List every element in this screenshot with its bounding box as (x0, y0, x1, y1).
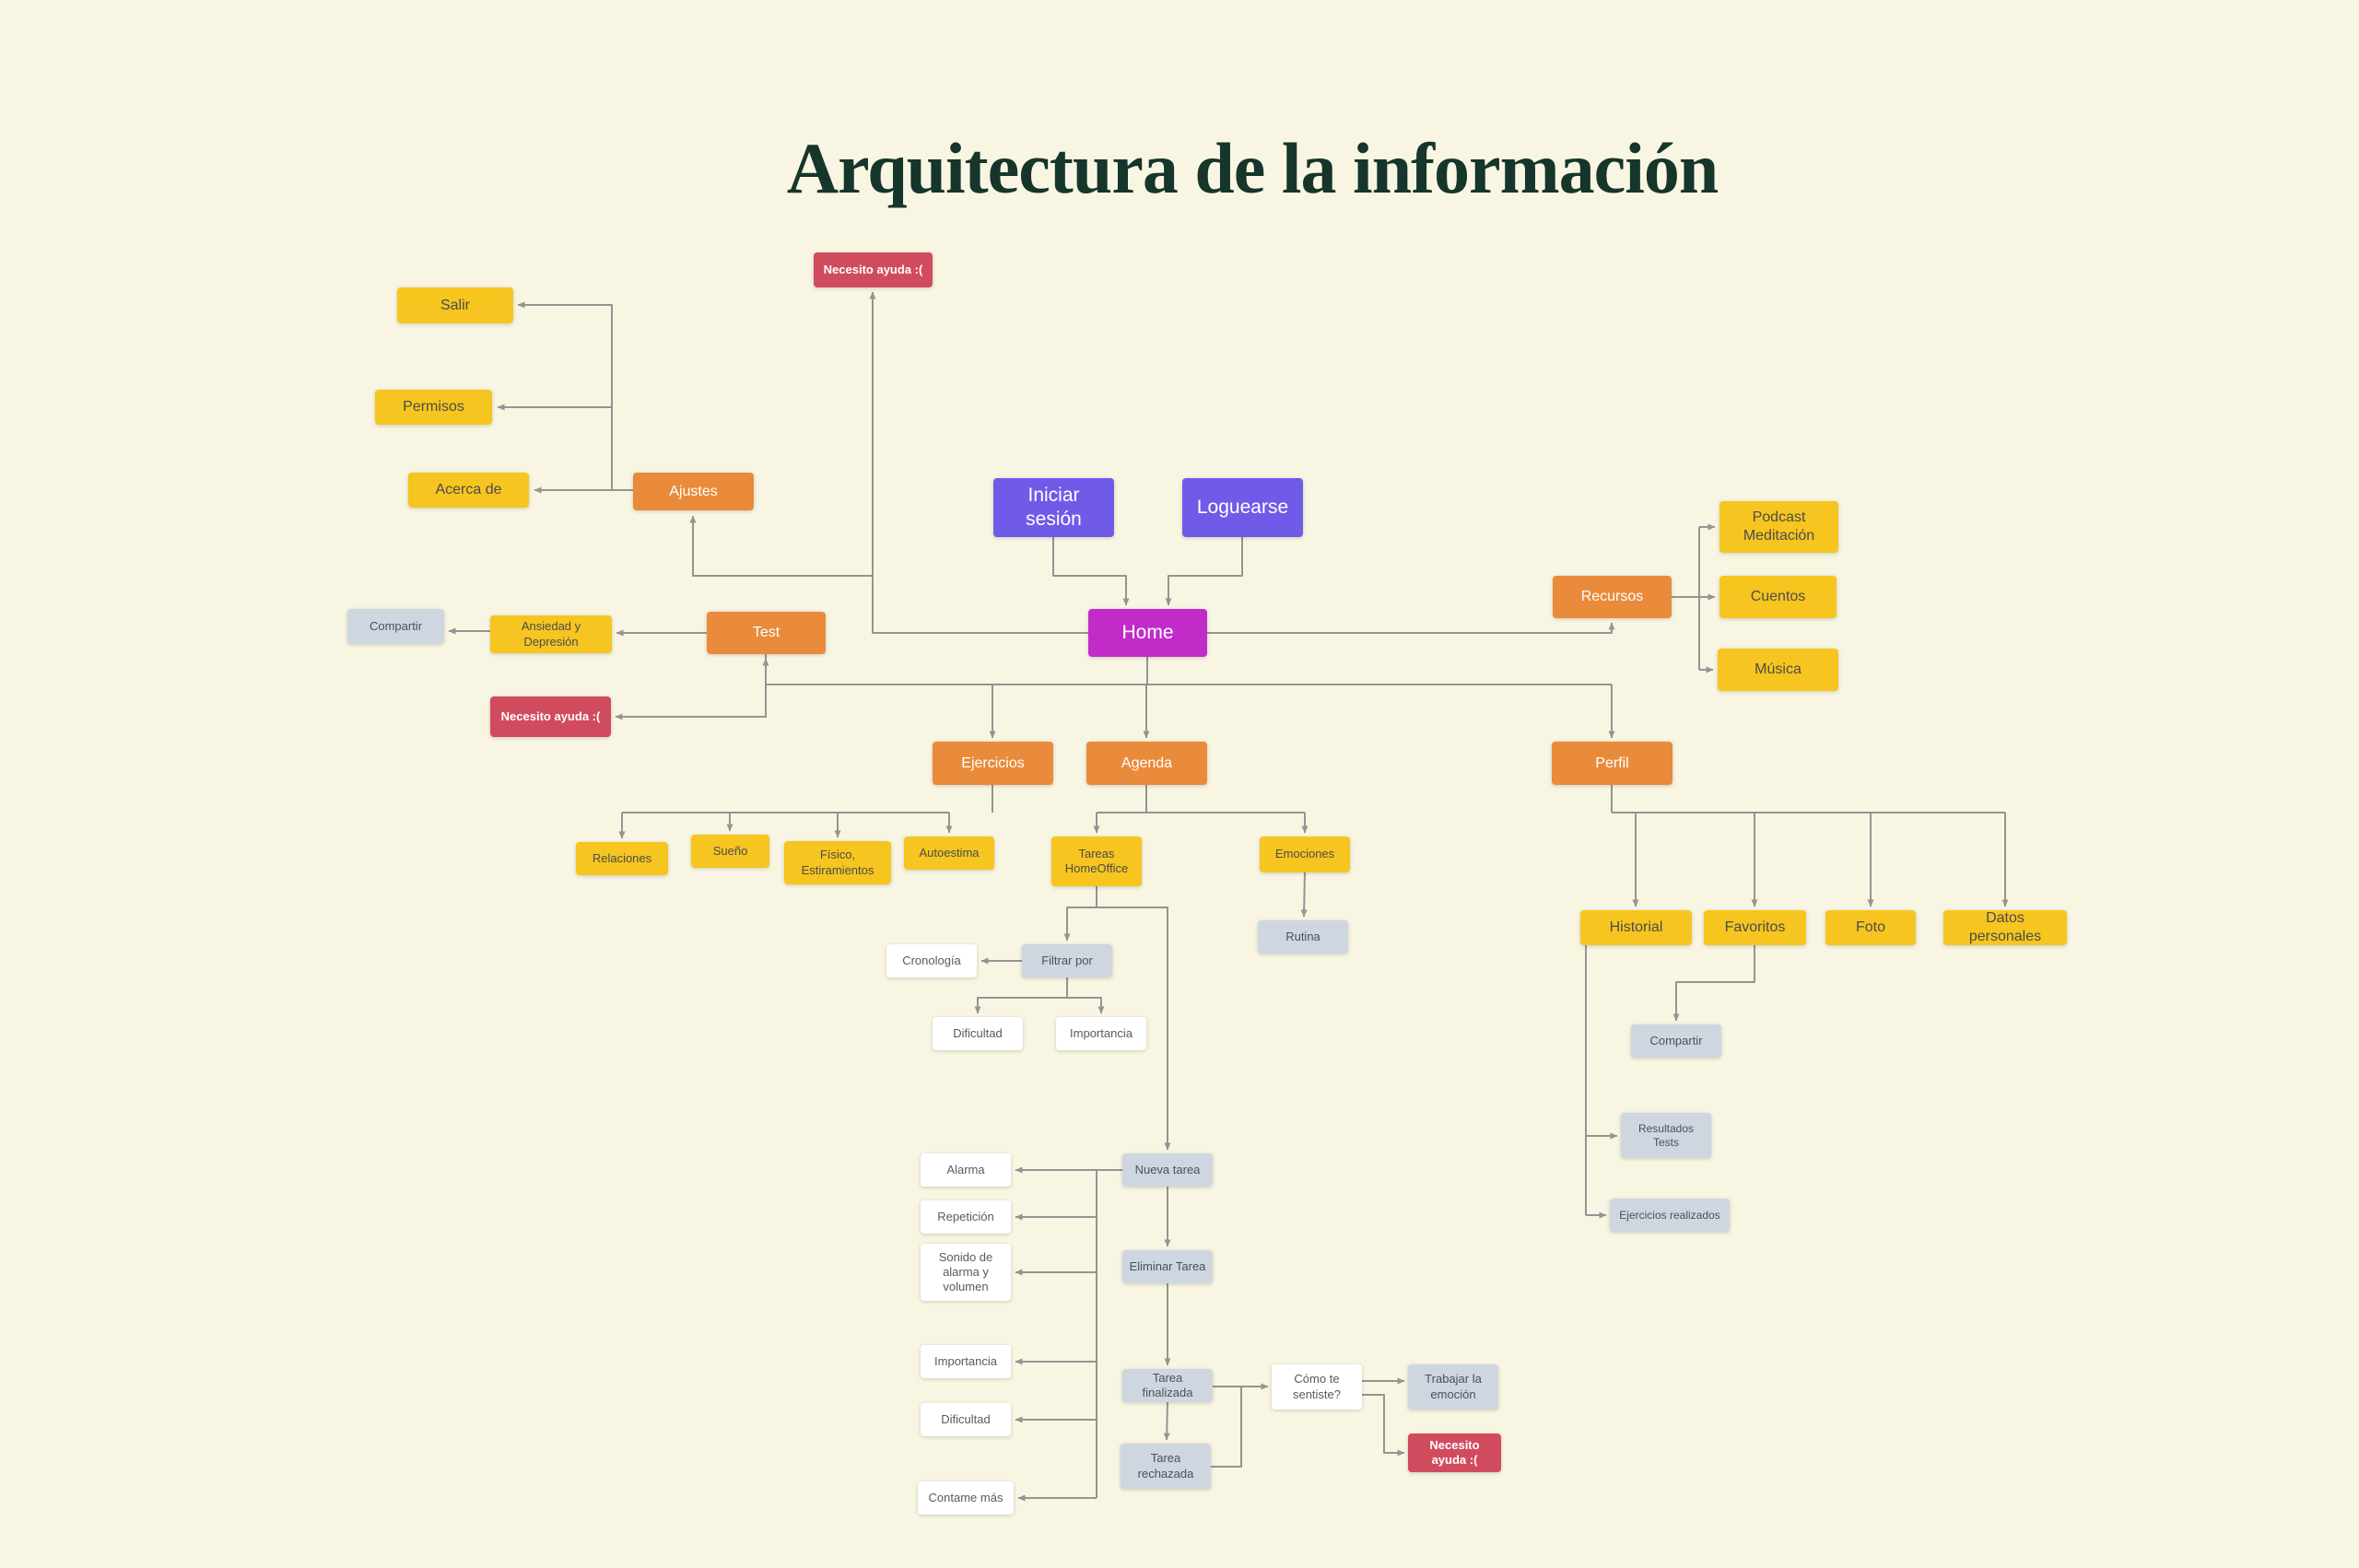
node-ejercicios[interactable]: Ejercicios (933, 742, 1053, 785)
node-autoestima[interactable]: Autoestima (904, 837, 994, 870)
node-ejercicios-realizados[interactable]: Ejercicios realizados (1610, 1199, 1730, 1232)
node-podcast-meditacion[interactable]: Podcast Meditación (1719, 501, 1838, 553)
node-agenda[interactable]: Agenda (1086, 742, 1207, 785)
node-contame-mas[interactable]: Contame más (918, 1481, 1014, 1515)
node-nueva-tarea[interactable]: Nueva tarea (1122, 1153, 1213, 1187)
node-relaciones[interactable]: Relaciones (576, 842, 668, 875)
node-importancia-tarea[interactable]: Importancia (921, 1345, 1011, 1378)
node-filtrar-por[interactable]: Filtrar por (1022, 944, 1112, 977)
node-rutina[interactable]: Rutina (1258, 920, 1348, 954)
node-sonido-alarma-volumen[interactable]: Sonido de alarma y volumen (921, 1244, 1011, 1301)
node-acerca-de[interactable]: Acerca de (408, 473, 529, 508)
node-ajustes[interactable]: Ajustes (633, 473, 754, 510)
node-loguearse[interactable]: Loguearse (1182, 478, 1303, 537)
node-favoritos[interactable]: Favoritos (1704, 910, 1806, 945)
node-emociones[interactable]: Emociones (1260, 837, 1350, 872)
node-tareas-homeoffice[interactable]: Tareas HomeOffice (1051, 837, 1142, 886)
node-resultados-tests[interactable]: Resultados Tests (1621, 1113, 1711, 1158)
node-necesito-ayuda-bottom[interactable]: Necesito ayuda :( (1408, 1433, 1501, 1472)
node-compartir-left[interactable]: Compartir (347, 609, 444, 644)
node-tarea-rechazada[interactable]: Tarea rechazada (1121, 1444, 1211, 1489)
node-cuentos[interactable]: Cuentos (1719, 576, 1837, 618)
node-alarma[interactable]: Alarma (921, 1153, 1011, 1187)
node-trabajar-la-emocion[interactable]: Trabajar la emoción (1408, 1364, 1498, 1410)
node-repeticion[interactable]: Repetición (921, 1200, 1011, 1234)
node-recursos[interactable]: Recursos (1553, 576, 1672, 618)
node-dificultad-filtro[interactable]: Dificultad (933, 1017, 1023, 1050)
node-test[interactable]: Test (707, 612, 826, 654)
node-ansiedad-depresion[interactable]: Ansiedad y Depresión (490, 615, 612, 653)
node-home[interactable]: Home (1088, 609, 1207, 657)
node-importancia-filtro[interactable]: Importancia (1056, 1017, 1146, 1050)
node-dificultad-tarea[interactable]: Dificultad (921, 1403, 1011, 1436)
node-cronologia[interactable]: Cronología (886, 944, 977, 977)
node-datos-personales[interactable]: Datos personales (1943, 910, 2067, 945)
node-como-te-sentiste[interactable]: Cómo te sentiste? (1272, 1364, 1362, 1410)
node-tarea-finalizada[interactable]: Tarea finalizada (1122, 1369, 1213, 1402)
node-historial[interactable]: Historial (1580, 910, 1692, 945)
node-permisos[interactable]: Permisos (375, 390, 492, 425)
node-foto[interactable]: Foto (1825, 910, 1916, 945)
node-salir[interactable]: Salir (397, 287, 513, 323)
diagram-title: Arquitectura de la información (786, 128, 1719, 208)
node-compartir-right[interactable]: Compartir (1631, 1024, 1721, 1058)
node-perfil[interactable]: Perfil (1552, 742, 1672, 785)
node-musica[interactable]: Música (1718, 649, 1838, 691)
node-eliminar-tarea[interactable]: Eliminar Tarea (1122, 1250, 1213, 1283)
node-necesito-ayuda-top[interactable]: Necesito ayuda :( (814, 252, 933, 287)
node-fisico-estiramientos[interactable]: Físico, Estiramientos (784, 841, 891, 884)
node-sueno[interactable]: Sueño (691, 835, 769, 868)
node-necesito-ayuda-left[interactable]: Necesito ayuda :( (490, 696, 611, 737)
node-iniciar-sesion[interactable]: Iniciar sesión (993, 478, 1114, 537)
